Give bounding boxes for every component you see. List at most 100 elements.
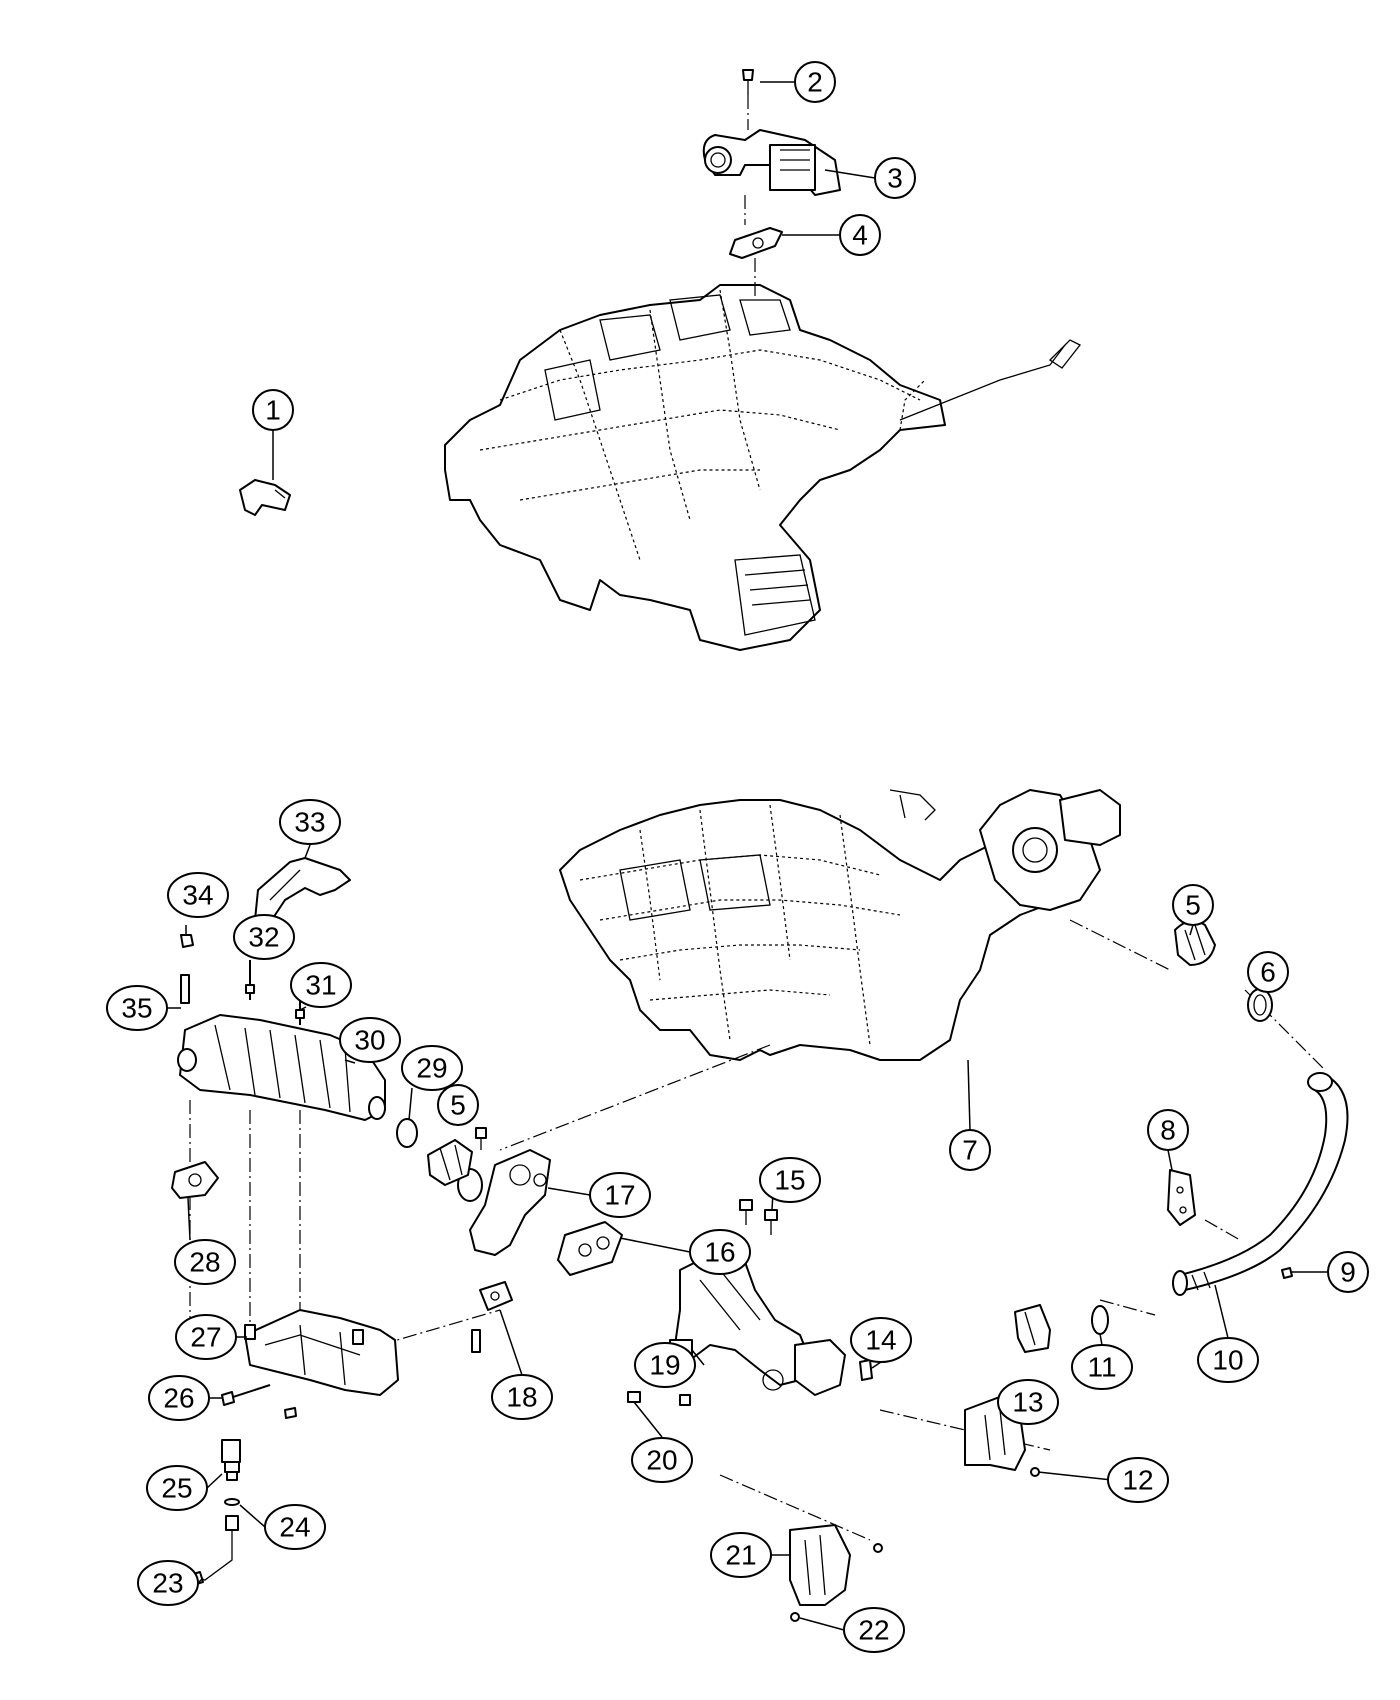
callout-8-label: 8 xyxy=(1160,1115,1176,1146)
callout-20: 20 xyxy=(631,1437,693,1483)
dash-8-to-10 xyxy=(1204,1219,1241,1241)
callout-15: 15 xyxy=(759,1157,821,1203)
callout-32-label: 32 xyxy=(248,922,279,953)
callout-31-label: 31 xyxy=(305,970,336,1001)
callout-30: 30 xyxy=(339,1017,401,1063)
part-29-seal xyxy=(396,1118,418,1148)
callout-5-lower-label: 5 xyxy=(450,1090,466,1121)
part-18-gasket xyxy=(471,1281,513,1353)
callout-11: 11 xyxy=(1071,1344,1133,1390)
callout-13-label: 13 xyxy=(1012,1387,1043,1418)
part-6-seal xyxy=(1247,988,1273,1022)
callout-2: 2 xyxy=(794,61,836,103)
part-8-bracket xyxy=(1167,1169,1196,1226)
callout-25-label: 25 xyxy=(161,1473,192,1504)
callout-22-label: 22 xyxy=(858,1615,889,1646)
callout-28-label: 28 xyxy=(189,1247,220,1278)
callout-21: 21 xyxy=(710,1532,772,1578)
part-5-clamp-upper xyxy=(1174,920,1216,966)
part-16-gasket xyxy=(557,1221,623,1276)
part-23-sensor xyxy=(189,1515,239,1586)
part-clamp-near-11 xyxy=(1014,1304,1051,1353)
callout-26-label: 26 xyxy=(163,1383,194,1414)
callout-3: 3 xyxy=(874,157,916,199)
callouts: 1 2 3 4 5 5 6 7 xyxy=(106,61,1369,1653)
callout-4-label: 4 xyxy=(852,220,868,251)
callout-16: 16 xyxy=(689,1229,751,1275)
callout-2-label: 2 xyxy=(807,67,823,98)
callout-11-label: 11 xyxy=(1087,1352,1116,1383)
part-5-clamp-lower xyxy=(427,1139,473,1186)
callout-14-label: 14 xyxy=(865,1325,896,1356)
callout-10: 10 xyxy=(1197,1337,1259,1383)
callout-6-label: 6 xyxy=(1260,957,1276,988)
lower-engine-block xyxy=(559,789,1121,1061)
dash-5-to-6 xyxy=(1069,919,1171,971)
part-28-gasket xyxy=(171,1161,219,1199)
part-25-sensor xyxy=(221,1439,241,1481)
part-bolt-above-17 xyxy=(475,1127,487,1150)
callout-26: 26 xyxy=(148,1375,210,1421)
callout-15-label: 15 xyxy=(774,1165,805,1196)
callout-32: 32 xyxy=(233,914,295,960)
callout-13: 13 xyxy=(997,1379,1059,1425)
callout-27-label: 27 xyxy=(190,1322,221,1353)
part-2-bolt xyxy=(742,69,754,95)
callout-23-label: 23 xyxy=(152,1568,183,1599)
part-4-gasket xyxy=(729,227,783,259)
dash-engine-to-17 xyxy=(499,1044,771,1151)
callout-31: 31 xyxy=(290,962,352,1008)
dash-27-to-18 xyxy=(379,1309,501,1346)
callout-34: 34 xyxy=(167,872,229,918)
upper-engine-block xyxy=(444,284,1082,651)
callout-24-label: 24 xyxy=(279,1512,310,1543)
callout-9: 9 xyxy=(1327,1251,1369,1293)
callout-35: 35 xyxy=(106,985,168,1031)
callout-1-label: 1 xyxy=(265,395,281,426)
part-22-bolts xyxy=(790,1543,883,1622)
callout-33-label: 33 xyxy=(294,807,325,838)
part-35-stud xyxy=(180,974,190,1004)
callout-10-label: 10 xyxy=(1212,1345,1243,1376)
part-14-stud xyxy=(859,1359,873,1381)
callout-12: 12 xyxy=(1107,1457,1169,1503)
callout-5-upper: 5 xyxy=(1172,884,1214,926)
callout-33: 33 xyxy=(279,799,341,845)
dash-20-to-21 xyxy=(719,1474,871,1541)
callout-5-upper-label: 5 xyxy=(1185,890,1201,921)
part-20-bolts xyxy=(627,1391,691,1406)
dash-11-to-10 xyxy=(1099,1299,1156,1316)
callout-6: 6 xyxy=(1247,951,1289,993)
callout-18-label: 18 xyxy=(506,1382,537,1413)
callout-23: 23 xyxy=(137,1560,199,1606)
part-21-shield xyxy=(789,1524,851,1606)
callout-34-label: 34 xyxy=(182,880,213,911)
part-30-egr-cooler xyxy=(177,1014,386,1121)
part-24-o-ring xyxy=(224,1498,240,1506)
part-19-egr-cooler-valve xyxy=(669,1249,846,1396)
callout-29-label: 29 xyxy=(416,1053,447,1084)
callout-18: 18 xyxy=(491,1374,553,1420)
callout-19: 19 xyxy=(634,1342,696,1388)
part-27-bracket xyxy=(244,1309,399,1396)
part-1-sensor xyxy=(239,479,291,516)
callout-27: 27 xyxy=(175,1314,237,1360)
callout-24: 24 xyxy=(264,1504,326,1550)
part-17-elbow xyxy=(457,1149,551,1256)
part-9-bolt xyxy=(1281,1267,1293,1279)
callout-17-label: 17 xyxy=(604,1180,635,1211)
part-32-stud xyxy=(245,960,255,1000)
part-bolt-under-27 xyxy=(284,1407,297,1419)
callout-17: 17 xyxy=(589,1172,651,1218)
part-34-nut xyxy=(180,934,194,948)
callout-1: 1 xyxy=(252,389,294,431)
part-3-egr-valve xyxy=(702,129,841,196)
callout-19-label: 19 xyxy=(649,1350,680,1381)
callout-16-label: 16 xyxy=(704,1237,735,1268)
callout-5-lower: 5 xyxy=(437,1084,479,1126)
callout-3-label: 3 xyxy=(887,163,903,194)
callout-20-label: 20 xyxy=(646,1445,677,1476)
callout-14: 14 xyxy=(850,1317,912,1363)
callout-25: 25 xyxy=(146,1465,208,1511)
